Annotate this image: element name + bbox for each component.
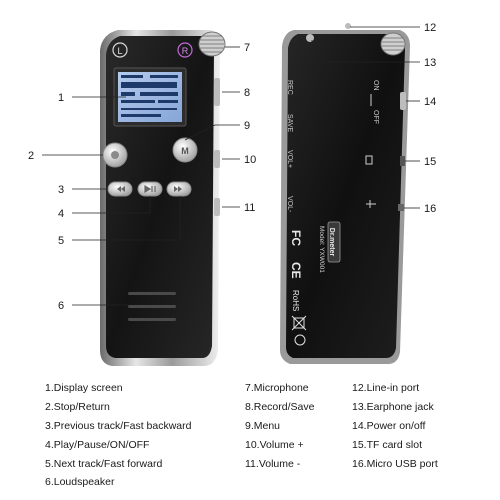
legend-item-5: 5.Next track/Fast forward — [45, 458, 163, 470]
callout-15: 15 — [424, 156, 436, 168]
callout-10: 10 — [244, 154, 256, 166]
legend-item-4: 4.Play/Pause/ON/OFF — [45, 439, 150, 451]
volume-up-button[interactable] — [214, 150, 220, 168]
back-device: REC SAVE VOL+ VOL- ON OFF Dr.meter Model… — [280, 23, 410, 364]
legend-item-12: 12.Line-in port — [352, 382, 420, 394]
menu-button-label: M — [181, 146, 189, 156]
left-indicator-label: L — [117, 46, 122, 56]
callout-1: 1 — [58, 92, 64, 104]
play-pause-icon — [144, 184, 156, 194]
switch-on-label: ON — [372, 80, 379, 91]
legend-item-8: 8.Record/Save — [245, 401, 315, 413]
legend-item-13: 13.Earphone jack — [352, 401, 434, 413]
right-indicator-icon — [177, 42, 193, 58]
volume-down-button[interactable] — [214, 198, 220, 216]
fast-forward-icon — [174, 186, 182, 192]
callout-2: 2 — [28, 150, 34, 162]
legend-item-16: 16.Micro USB port — [352, 458, 438, 470]
callout-13: 13 — [424, 57, 436, 69]
callout-3: 3 — [58, 184, 64, 196]
power-switch[interactable] — [400, 92, 406, 110]
microphone-mesh-icon — [198, 31, 226, 57]
callout-4: 4 — [58, 208, 64, 220]
rec-label: REC — [286, 80, 293, 95]
callout-5: 5 — [58, 235, 64, 247]
callout-7: 7 — [244, 42, 250, 54]
callouts — [42, 26, 420, 306]
callout-8: 8 — [244, 87, 250, 99]
callout-9: 9 — [244, 120, 250, 132]
fcc-mark: FC — [289, 230, 303, 246]
sd-card-icon — [365, 155, 373, 165]
brand-label: Dr.meter — [328, 228, 335, 257]
tf-card-slot — [400, 156, 405, 166]
legend-item-15: 15.TF card slot — [352, 439, 423, 451]
loudspeaker-grille — [128, 292, 176, 321]
display-screen — [113, 67, 187, 127]
rewind-icon — [117, 186, 125, 192]
micro-usb-port — [398, 204, 404, 211]
usb-icon — [366, 200, 376, 208]
left-indicator-icon — [112, 42, 128, 58]
legend-item-2: 2.Stop/Return — [45, 401, 110, 413]
legend-item-6: 6.Loudspeaker — [45, 476, 115, 488]
legend-item-11: 11.Volume - — [245, 458, 301, 470]
callout-14: 14 — [424, 96, 436, 108]
legend-item-3: 3.Previous track/Fast backward — [45, 420, 192, 432]
line-in-port-icon — [345, 23, 351, 29]
legend-item-14: 14.Power on/off — [352, 420, 426, 432]
right-indicator-label: R — [182, 46, 189, 56]
rohs-mark: RoHS — [291, 290, 300, 311]
legend-item-7: 7.Microphone — [245, 382, 309, 394]
vol-up-label: VOL+ — [286, 150, 293, 168]
menu-button[interactable]: M — [172, 137, 198, 163]
stop-return-button[interactable] — [102, 142, 128, 168]
model-label: Model: YXW001 — [318, 226, 325, 273]
play-pause-button[interactable] — [137, 181, 163, 197]
record-save-button[interactable] — [214, 78, 220, 106]
next-track-button[interactable] — [166, 181, 192, 197]
callout-12: 12 — [424, 22, 436, 34]
legend-item-10: 10.Volume + — [245, 439, 304, 451]
legend-item-1: 1.Display screen — [45, 382, 123, 394]
switch-off-label: OFF — [372, 110, 379, 124]
callout-6: 6 — [58, 300, 64, 312]
recycle-icon — [294, 334, 306, 346]
vol-down-label: VOL- — [286, 196, 293, 213]
earphone-jack-icon — [306, 34, 314, 42]
callout-11: 11 — [244, 202, 255, 214]
back-microphone-mesh-icon — [380, 32, 406, 56]
front-device: L R M — [100, 30, 226, 366]
ce-mark: CE — [289, 262, 303, 279]
legend-item-9: 9.Menu — [245, 420, 281, 432]
previous-track-button[interactable] — [107, 181, 133, 197]
wheelie-bin-icon — [291, 315, 307, 331]
stop-icon — [111, 151, 119, 159]
callout-16: 16 — [424, 203, 436, 215]
save-label: SAVE — [286, 114, 293, 132]
